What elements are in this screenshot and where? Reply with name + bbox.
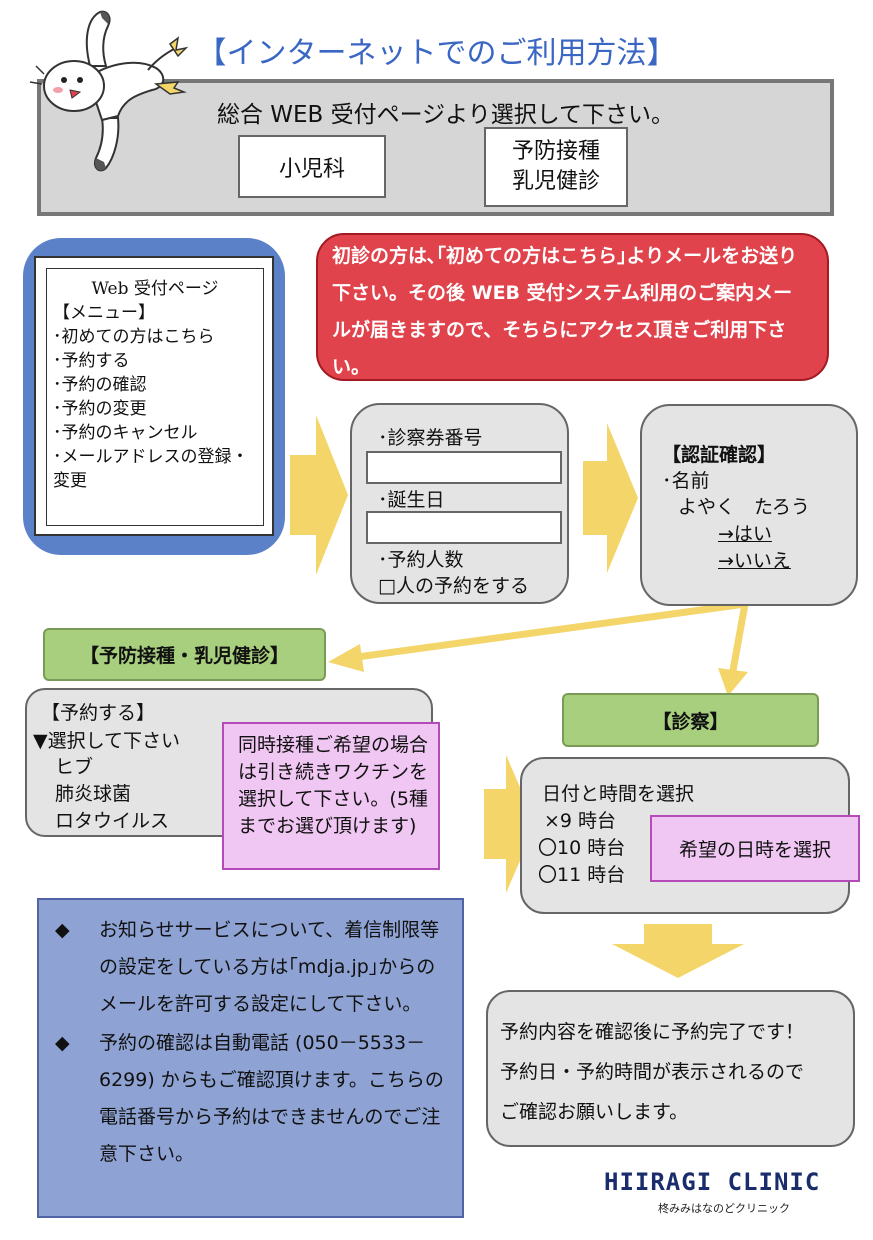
auth-name-value: よやく たろう [678, 496, 810, 518]
menu-item-first-visit[interactable]: ･初めての方はこちら [53, 327, 215, 347]
info-item: ◆ お知らせサービスについて、着信制限等の設定をしている方は｢mdja.jp｣か… [55, 912, 448, 1023]
vaccine-option-pneumococcal[interactable]: 肺炎球菌 [55, 783, 132, 805]
people-count-input[interactable]: □人の予約をする [378, 575, 529, 597]
menu-item-email[interactable]: ･メールアドレスの登録・変更 [53, 447, 249, 491]
web-page-border [34, 256, 274, 536]
card-number-label: ･診察券番号 [378, 427, 483, 449]
web-page-heading: Web 受付ページ [91, 279, 219, 299]
reserve-heading: 【予約する】 [41, 702, 156, 724]
time-slot-9[interactable]: ×9 時台 [544, 810, 617, 832]
menu-item-change[interactable]: ･予約の変更 [53, 399, 147, 419]
info-text-email: お知らせサービスについて、着信制限等の設定をしている方は｢mdja.jp｣からの… [99, 919, 440, 1015]
exam-heading: 日付と時間を選択 [542, 783, 695, 805]
top-selection-panel: 総合 WEB 受付ページより選択して下さい。 小児科 予防接種 乳児健診 [37, 79, 834, 216]
birthday-field[interactable] [366, 511, 562, 544]
vaccination-button-label: 予防接種 [511, 139, 600, 164]
vaccine-select[interactable]: ▼選択して下さい [33, 730, 181, 752]
arrow-right-icon [484, 755, 536, 893]
completion-panel: 予約内容を確認後に予約完了です！ 予約日・予約時間が表示されるので ご確認お願い… [486, 990, 855, 1147]
info-item: ◆ 予約の確認は自動電話 (050－5533－6299) からもご確認頂けます。… [55, 1025, 448, 1173]
arrow-right-icon [290, 415, 348, 575]
time-slot-10[interactable]: 〇10 時台 [538, 837, 626, 859]
time-slot-11[interactable]: 〇11 時台 [538, 864, 626, 886]
branch-arrows-icon [328, 600, 749, 696]
pediatrics-button-label: 小児科 [278, 156, 345, 182]
pediatrics-button[interactable]: 小児科 [238, 135, 386, 198]
card-number-field[interactable] [366, 451, 562, 484]
menu-item-confirm[interactable]: ･予約の確認 [53, 375, 147, 395]
auth-confirm-panel: 【認証確認】 ･名前 よやく たろう →はい →いいえ [640, 404, 858, 606]
checkup-button-label: 乳児健診 [511, 169, 600, 194]
clinic-logo: HIIRAGI CLINIC 柊みみはなのどクリニック [604, 1168, 844, 1228]
people-count-label: ･予約人数 [378, 549, 464, 571]
clinic-logo-sub: 柊みみはなのどクリニック [658, 1202, 790, 1215]
auth-no-link[interactable]: →いいえ [718, 550, 791, 572]
auth-name-label: ･名前 [662, 470, 710, 492]
arrow-right-icon [583, 423, 638, 573]
arrow-down-icon [612, 924, 744, 978]
vaccination-checkup-button[interactable]: 予防接種 乳児健診 [484, 127, 628, 207]
birthday-label: ･誕生日 [378, 489, 445, 511]
select-datetime-note: 希望の日時を選択 [650, 815, 860, 882]
clinic-logo-main: HIIRAGI CLINIC [604, 1168, 821, 1196]
multi-vaccine-note: 同時接種ご希望の場合は引き続きワクチンを選択して下さい。(5種までお選び頂けます… [222, 722, 440, 870]
completion-line-1: 予約内容を確認後に予約完了です！ [500, 1021, 805, 1043]
web-page-menu: Web 受付ページ 【メニュー】 ･初めての方はこちら ･予約する ･予約の確認… [46, 268, 264, 526]
diamond-bullet-icon: ◆ [55, 919, 70, 941]
vaccine-option-rotavirus[interactable]: ロタウイルス [55, 810, 170, 832]
info-text-phone: 予約の確認は自動電話 (050－5533－6299) からもご確認頂けます。こち… [99, 1032, 444, 1165]
top-instruction: 総合 WEB 受付ページより選択して下さい。 [216, 102, 675, 128]
mascot-illustration [29, 10, 189, 172]
first-visit-notice: 初診の方は､｢初めての方はこちら｣よりメールをお送り下さい。その後 WEB 受付… [316, 233, 829, 381]
login-form-panel: ･診察券番号 ･誕生日 ･予約人数 □人の予約をする [350, 403, 569, 604]
page-title: 【インターネットでのご利用方法】 [196, 36, 677, 71]
exam-label: 【診察】 [562, 693, 819, 747]
vaccination-label: 【予防接種・乳児健診】 [43, 628, 326, 681]
auth-yes-link[interactable]: →はい [718, 523, 772, 545]
menu-item-cancel[interactable]: ･予約のキャンセル [53, 423, 198, 443]
menu-label: 【メニュー】 [53, 303, 155, 323]
completion-line-2: 予約日・予約時間が表示されるので [500, 1061, 805, 1083]
auth-heading: 【認証確認】 [662, 444, 777, 466]
vaccine-option-hib[interactable]: ヒブ [55, 756, 94, 778]
completion-line-3: ご確認お願いします。 [500, 1101, 689, 1123]
info-notice-panel: ◆ お知らせサービスについて、着信制限等の設定をしている方は｢mdja.jp｣か… [37, 898, 464, 1218]
diamond-bullet-icon: ◆ [55, 1032, 70, 1054]
menu-item-reserve[interactable]: ･予約する [53, 351, 130, 371]
